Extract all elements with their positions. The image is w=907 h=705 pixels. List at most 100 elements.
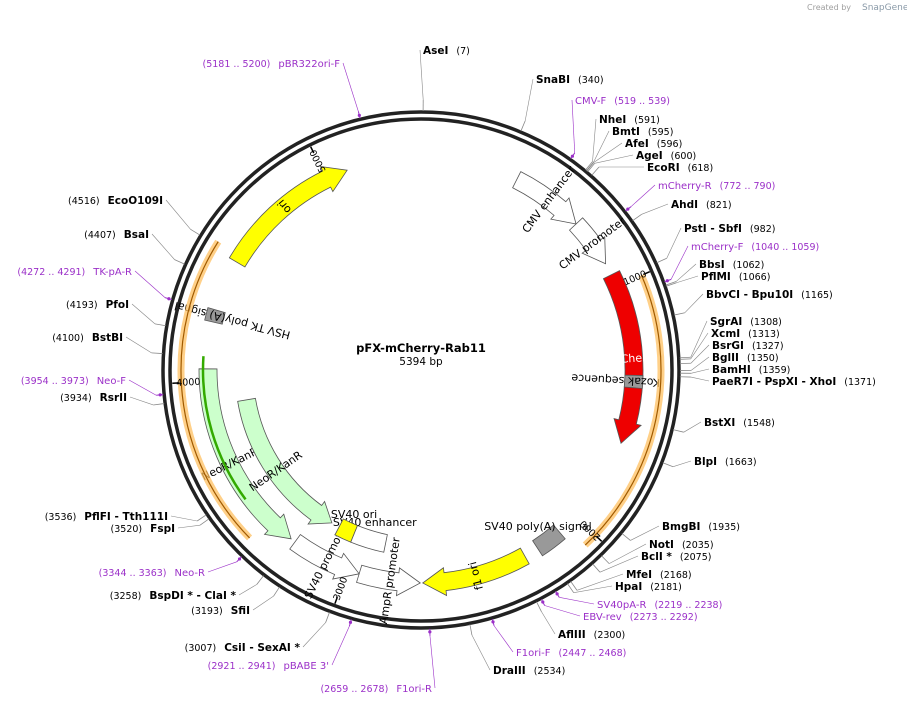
primer-leader-11 [134,270,166,298]
credit-brand: SnapGene [862,3,907,13]
primer-f1ori-r-name: F1ori-R [396,684,432,695]
enzyme-hpai-name: HpaI [615,581,642,593]
enzyme-fspi-name: FspI [150,523,175,535]
primer-leader-4 [559,596,595,605]
enzyme-pflfi-tth111i-name: PflFI - Tth111I [84,511,168,523]
enzyme-bmti-pos: (595) [648,127,674,138]
credit-prefix: Created by [807,3,851,12]
feature-f1-ori [421,547,530,597]
enzyme-leader-2 [592,118,597,162]
feature-mcherry-label: mCherry [610,351,659,367]
enzyme-leader-34 [131,303,156,325]
primer-marker-7 [428,630,432,634]
enzyme-bsrgi-pos: (1327) [752,341,784,352]
primer-leader-3 [670,245,689,280]
enzyme-afei-pos: (596) [657,139,683,150]
primer-marker-0 [357,113,361,117]
tick-mark-3000 [334,596,339,604]
primer-marker-4 [555,592,559,596]
enzyme-bstxi-name: BstXI [704,417,735,429]
enzyme-xcmi-name: XcmI [711,328,740,340]
enzyme-leader-7 [641,203,669,215]
enzyme-leader-28 [252,595,274,611]
enzyme-bsai-pos: (4407) [84,230,116,241]
enzyme-pflmi-name: PflMI [701,271,731,283]
enzyme-leader-21 [609,543,647,564]
enzyme-tick-21 [601,555,610,564]
enzyme-tick-28 [273,586,280,597]
enzyme-leader-16 [690,368,710,374]
plasmid-name: pFX-mCherry-Rab11 [356,341,486,355]
enzyme-asei-pos: (7) [456,46,469,57]
primer-mcherry-r-name: mCherry-R [658,181,712,192]
enzyme-leader-19 [672,460,692,468]
primer-mcherry-f-pos: (1040 .. 1059) [751,242,819,253]
primer-f1ori-f-name: F1ori-F [516,648,551,659]
enzyme-ecoo109i-name: EcoO109I [108,195,163,207]
primers-layer: pBR322ori-F(5181 .. 5200)CMV-F(519 .. 53… [17,59,819,695]
backbone-outer-ring [161,110,681,630]
enzyme-bstbi-name: BstBI [92,332,123,344]
feature-kozak-sequence [623,374,644,389]
feature-sv40-ori-label: SV40 ori [331,508,377,521]
primer-pbr322ori-f-pos: (5181 .. 5200) [203,59,271,70]
enzyme-tick-33 [151,352,163,354]
enzyme-draiii-pos: (2534) [534,666,566,677]
enzyme-leader-5 [594,154,634,164]
primer-pbabe-3-name: pBABE 3' [283,661,329,672]
enzyme-tick-7 [632,214,642,222]
enzyme-ahdi-pos: (821) [706,200,732,211]
primer-marker-3 [665,279,669,283]
enzymes-layer: AseI(7)SnaBI(340)NheI(591)BmtI(595)AfeI(… [45,45,876,677]
backbone-inner-ring [168,117,674,623]
feature-sv40-ori [334,518,358,543]
tick-label-3000: 3000 [332,576,351,602]
primer-neo-r-pos: (3344 .. 3363) [99,568,167,579]
enzyme-leader-11 [684,293,704,313]
primer-leader-1 [571,99,576,153]
enzyme-rsrii-name: RsrII [100,392,127,404]
primer-marker-5 [541,600,545,604]
tick-mark-1000 [643,270,651,276]
primer-marker-10 [158,393,162,397]
enzyme-sfii-pos: (3193) [191,606,223,617]
enzyme-csii-sexai-name: CsiI - SexAI * [224,642,300,654]
enzyme-bamhi-pos: (1359) [759,365,791,376]
tick-label-5000: 5000 [308,148,329,175]
enzyme-leader-33 [125,336,152,354]
enzyme-bspdi-clai-name: BspDI * - ClaI * [149,590,236,602]
enzyme-tick-31 [196,514,207,522]
enzyme-tick-24 [567,583,575,593]
enzyme-tick-4 [586,162,595,172]
enzyme-tick-22 [592,563,601,573]
feature-sv40-promoter [289,533,360,580]
enzyme-leader-26 [471,635,491,671]
primer-tk-pa-r-name: TK-pA-R [92,267,132,278]
enzyme-bmgbi-pos: (1935) [708,522,740,533]
enzyme-ahdi-name: AhdI [671,199,698,211]
enzyme-tick-19 [662,462,674,468]
feature-cmv-promoter-label: CMV promoter [557,214,629,272]
enzyme-pflmi-pos: (1066) [739,272,771,283]
enzyme-tick-26 [469,624,473,636]
primer-ebv-rev-pos: (2273 .. 2292) [630,612,698,623]
enzyme-leader-23 [576,573,624,591]
enzyme-leader-3 [593,130,610,163]
enzyme-bsai-name: BsaI [124,229,149,241]
enzyme-bstxi-pos: (1548) [743,418,775,429]
primer-neo-r-name: Neo-R [175,568,206,579]
primer-leader-0 [342,62,359,112]
primer-tk-pa-r-pos: (4272 .. 4291) [17,267,85,278]
enzyme-afei-name: AfeI [625,138,649,150]
enzyme-pfoi-name: PfoI [106,299,129,311]
enzyme-blpi-pos: (1663) [725,457,757,468]
primer-marker-2 [626,207,630,211]
feature-neor-kanr [198,368,292,540]
enzyme-leader-14 [690,344,710,364]
enzyme-tick-27 [325,612,330,623]
enzyme-csii-sexai-pos: (3007) [185,643,217,654]
primer-leader-7 [429,635,436,689]
primer-leader-6 [493,625,514,653]
enzyme-bglii-pos: (1350) [747,353,779,364]
enzyme-tick-25 [536,601,542,612]
